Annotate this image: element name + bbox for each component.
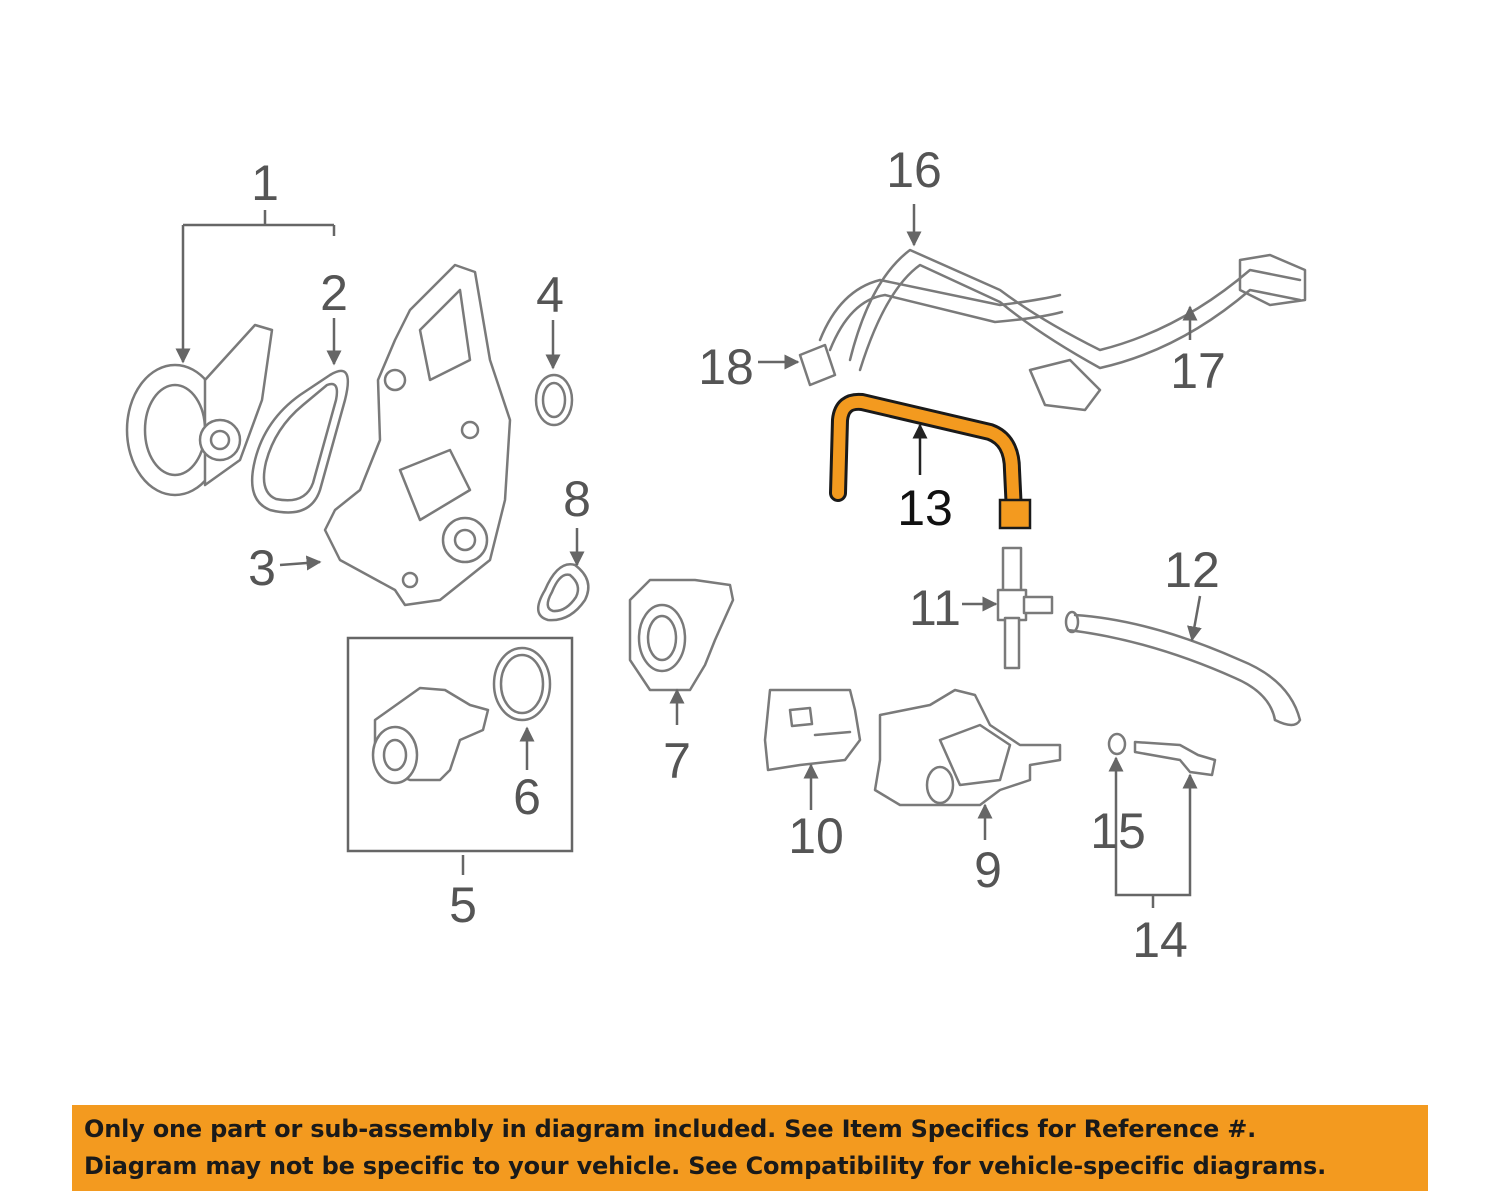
part-13-highlighted-hose	[829, 392, 1032, 530]
callout-12: 12	[1164, 542, 1220, 598]
leader-lines	[183, 204, 1202, 908]
part-16-17-18-pipes	[798, 248, 1307, 412]
part-11-fitting	[996, 546, 1054, 670]
part-5-assembly-box	[346, 636, 574, 853]
callout-5: 5	[449, 877, 477, 933]
callout-3: 3	[248, 540, 276, 596]
callout-1: 1	[251, 155, 279, 211]
callout-16: 16	[886, 142, 942, 198]
part-1-water-pump-pulley	[125, 323, 274, 497]
callout-4: 4	[536, 267, 564, 323]
callout-10: 10	[788, 808, 844, 864]
callout-17: 17	[1170, 343, 1226, 399]
part-8-gasket	[537, 563, 590, 622]
callout-9: 9	[974, 842, 1002, 898]
callout-11: 11	[909, 580, 961, 636]
part-15-washer	[1107, 732, 1127, 756]
disclaimer-line-2: Diagram may not be specific to your vehi…	[84, 1152, 1327, 1180]
callout-13: 13	[897, 480, 953, 536]
part-9-housing	[873, 688, 1062, 807]
part-10-gasket-plate	[763, 688, 862, 772]
callout-8: 8	[563, 471, 591, 527]
callout-7: 7	[663, 733, 691, 789]
part-3-housing	[323, 263, 512, 607]
callout-18: 18	[698, 339, 754, 395]
part-7-thermostat-housing	[628, 578, 735, 692]
part-4-o-ring	[534, 373, 574, 427]
callout-2: 2	[320, 265, 348, 321]
part-2-gasket	[250, 369, 350, 514]
parts-diagram: 1 2 3 4 5 6 7 8 9 10 11 12 13 14 15 16 1…	[125, 142, 1307, 968]
part-12-hose	[1064, 610, 1302, 727]
disclaimer-line-1: Only one part or sub-assembly in diagram…	[84, 1115, 1257, 1143]
callout-6: 6	[513, 769, 541, 825]
part-6-seal-ring	[492, 646, 552, 722]
disclaimer-banner: Only one part or sub-assembly in diagram…	[72, 1105, 1428, 1191]
callout-numbers: 1 2 3 4 5 6 7 8 9 10 11 12 13 14 15 16 1…	[248, 142, 1226, 968]
callout-15: 15	[1090, 803, 1146, 859]
part-14-bolt	[1133, 740, 1217, 777]
callout-14: 14	[1132, 912, 1188, 968]
